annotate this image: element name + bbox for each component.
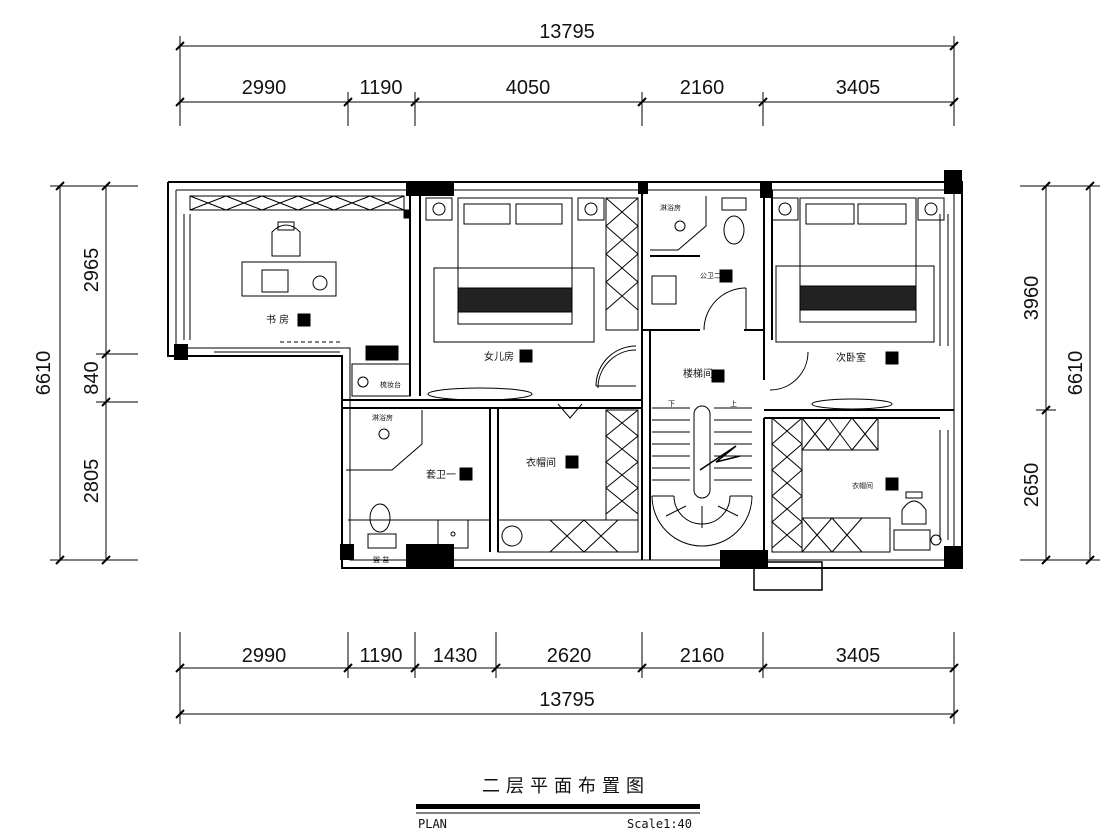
bottom-total-dimension: 13795 [539,689,595,711]
daughter-room-label: 女儿房 [484,350,514,363]
second-bedroom-label: 次卧室 [836,351,866,364]
scale-label: Scale1:40 [627,817,692,831]
right-dimension-2: 2650 [1021,463,1043,508]
closet-2 [771,417,949,553]
stair-up-label: 上 [730,399,737,408]
wall-columns [174,170,962,568]
ensuite-bath [346,410,490,549]
daughter-room [425,197,639,401]
right-total-dimension: 6610 [1065,351,1087,396]
bottom-dimension-4: 2620 [547,645,592,667]
left-dimension-1: 2965 [81,248,103,293]
second-bedroom [771,197,949,410]
left-dimension-2: 840 [81,361,103,394]
bottom-dimension-3: 1430 [433,645,478,667]
top-dimension-3: 4050 [506,77,551,99]
plan-label: PLAN [418,817,447,831]
left-dimension-chain [50,181,138,565]
closet-1 [497,403,639,553]
dresser-area [351,345,411,397]
interior-walls [342,190,954,560]
public-bath [650,196,747,331]
bottom-dimension-2: 1190 [359,645,402,667]
top-dimension-4: 2160 [680,77,725,99]
top-dimension-5: 3405 [836,77,881,99]
drawing-title: 二层平面布置图 [482,776,650,797]
top-total-dimension: 13795 [539,21,595,43]
left-total-dimension: 6610 [33,351,55,396]
right-dimension-chain [1020,181,1100,565]
public-bath-label: 公卫二 [700,272,721,280]
top-dimension-1: 2990 [242,77,287,99]
right-dimension-1: 3960 [1021,276,1043,321]
stairwell-label: 楼梯间 [683,367,713,380]
closet-1-label: 衣帽间 [526,456,556,469]
stairwell [597,349,809,547]
stair-down-label: 下 [668,400,675,408]
study-room [183,195,411,353]
shower-1-label: 淋浴房 [372,413,393,422]
top-dimension-chain [175,36,959,126]
shower-2-label: 淋浴房 [660,203,681,212]
dresser-label: 梳妆台 [380,380,401,389]
study-label: 书 房 [266,313,289,326]
left-dimension-3: 2805 [81,459,103,504]
vanity-label: 盥 盆 [373,555,389,564]
bottom-dimension-1: 2990 [242,645,287,667]
title-underline-thick [416,804,700,809]
ensuite-bath-label: 套卫一 [426,468,456,481]
bottom-dimension-5: 2160 [680,645,725,667]
closet-2-label: 衣帽间 [852,481,873,490]
bottom-dimension-6: 3405 [836,645,881,667]
bottom-dimension-chain [175,632,959,724]
exterior-walls [167,181,963,591]
top-dimension-2: 1190 [359,77,402,99]
